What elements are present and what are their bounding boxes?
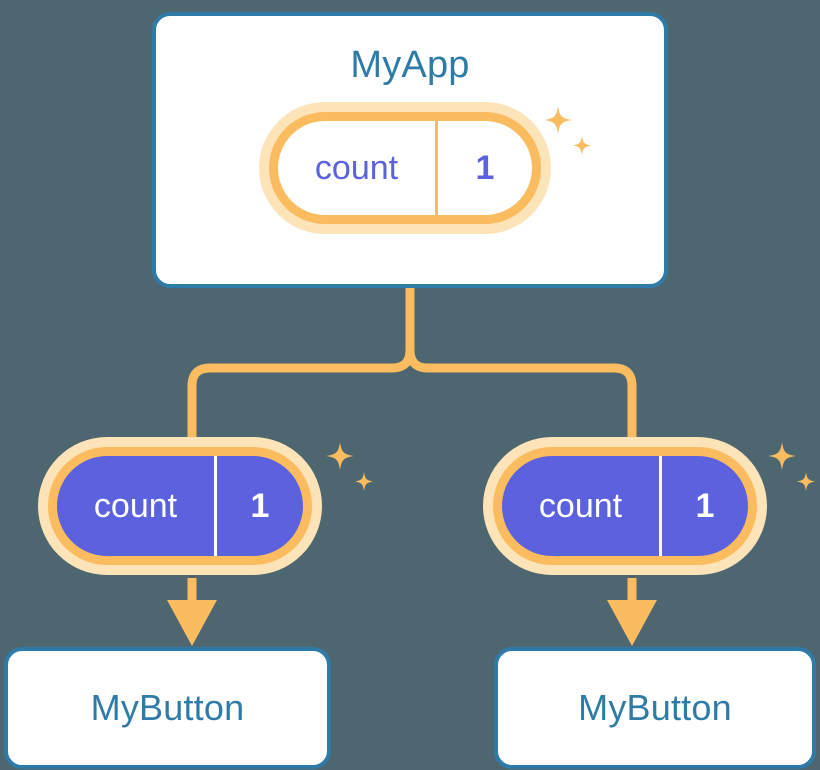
- prop-arrow-left: [167, 578, 217, 646]
- state-pill-body: count 1: [493, 447, 757, 565]
- prop-arrow-right: [607, 578, 657, 646]
- sparkle-small-icon: [797, 472, 815, 491]
- state-pill-child-left[interactable]: count 1: [48, 447, 312, 565]
- state-pill-value: 1: [250, 487, 270, 525]
- state-pill-key: count: [502, 456, 662, 556]
- state-pill-root[interactable]: count 1: [269, 112, 541, 224]
- state-pill-key: count: [57, 456, 217, 556]
- state-pill-value: 1: [475, 149, 495, 187]
- myapp-title: MyApp: [350, 44, 470, 86]
- component-card-mybutton-right[interactable]: MyButton: [494, 647, 816, 769]
- sparkles-icon: [768, 442, 815, 491]
- component-card-mybutton-left[interactable]: MyButton: [4, 647, 331, 769]
- sparkle-large-icon: [326, 442, 354, 470]
- sparkles-icon: [326, 442, 373, 491]
- sparkle-large-icon: [768, 442, 796, 470]
- state-flow-branch-right: [405, 349, 637, 452]
- state-pill-body: count 1: [269, 112, 541, 224]
- state-pill-key: count: [278, 121, 438, 215]
- sparkle-small-icon: [355, 472, 373, 491]
- state-pill-value: 1: [695, 487, 715, 525]
- mybutton-title: MyButton: [578, 687, 732, 728]
- state-flow-branch-left: [187, 349, 415, 452]
- state-pill-body: count 1: [48, 447, 312, 565]
- state-pill-child-right[interactable]: count 1: [493, 447, 757, 565]
- mybutton-title: MyButton: [90, 687, 245, 728]
